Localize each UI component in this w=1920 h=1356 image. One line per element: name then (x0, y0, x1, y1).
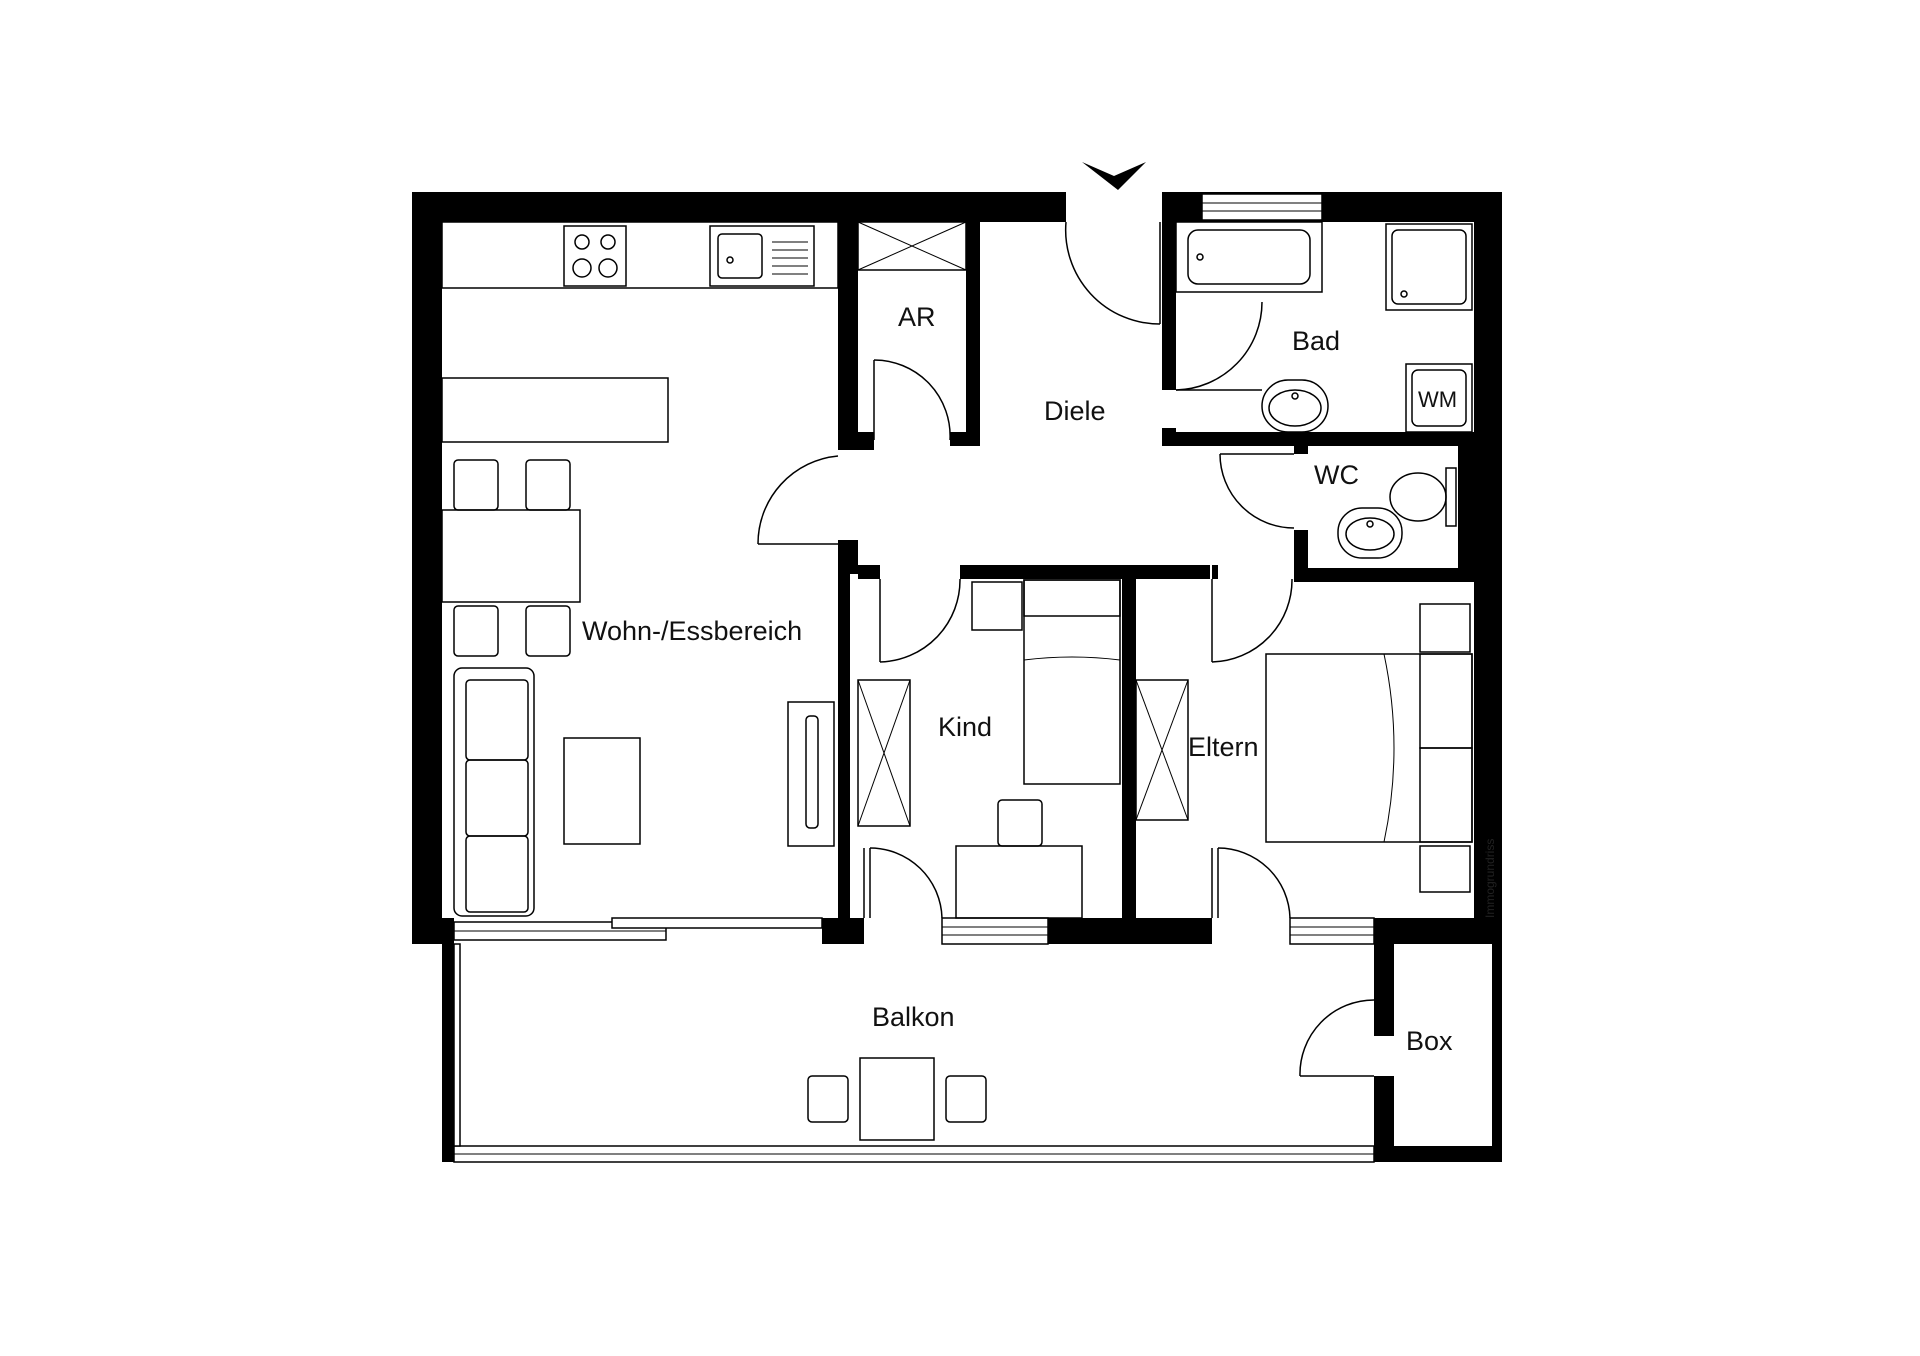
windows (453, 193, 1375, 1163)
label-kind: Kind (938, 712, 992, 742)
stove-icon (563, 225, 627, 287)
room-labels: Wohn-/Essbereich AR Diele Bad WM WC Kind… (582, 302, 1497, 1056)
label-box: Box (1406, 1026, 1453, 1056)
label-eltern: Eltern (1188, 732, 1259, 762)
label-wm: WM (1418, 387, 1457, 412)
kind-bed (1023, 579, 1121, 785)
shower (1385, 223, 1473, 311)
doors (757, 162, 1375, 1077)
label-wc: WC (1314, 460, 1359, 490)
sofa (453, 667, 535, 917)
furniture (441, 221, 1473, 1141)
entrance-arrow-icon (1082, 162, 1146, 190)
label-ar: AR (898, 302, 936, 332)
label-diele: Diele (1044, 396, 1106, 426)
label-bad: Bad (1292, 326, 1340, 356)
walls (412, 192, 1502, 1162)
label-balkon: Balkon (872, 1002, 955, 1032)
dining-table (441, 509, 581, 603)
watermark: Immogrundriss (1483, 839, 1497, 918)
label-wohn: Wohn-/Essbereich (582, 616, 802, 646)
sink-icon (709, 225, 815, 287)
